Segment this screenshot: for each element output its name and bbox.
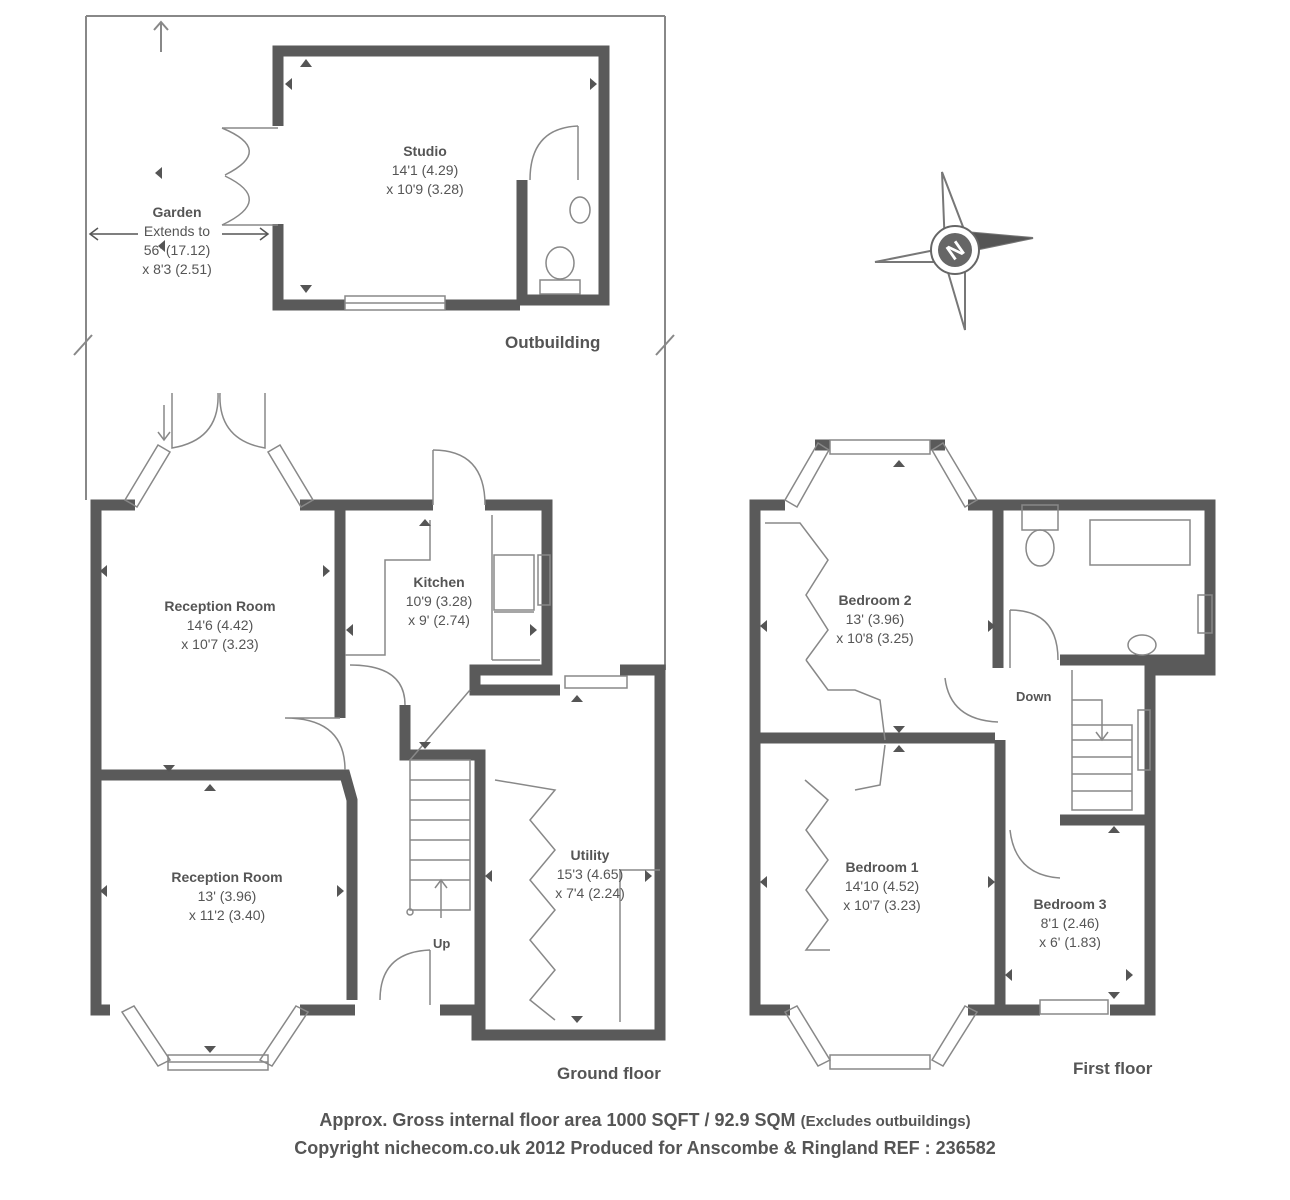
room-dim: 14'10 (4.52): [844, 878, 920, 894]
room-dim: 14'6 (4.42): [186, 617, 254, 633]
room-dim: x 10'7 (3.23): [843, 897, 921, 913]
room-dim: 13' (3.96): [845, 611, 905, 627]
room-name: Bedroom 3: [1033, 896, 1107, 912]
room-label-bedroom-3: Bedroom 3 8'1 (2.46) x 6' (1.83): [1010, 895, 1130, 952]
garden-dimension-line: [88, 227, 270, 241]
room-name: Reception Room: [171, 869, 283, 885]
room-dim: x 8'3 (2.51): [142, 261, 212, 277]
room-dim: 13' (3.96): [197, 888, 257, 904]
room-dim: 14'1 (4.29): [391, 162, 459, 178]
room-name: Utility: [570, 847, 610, 863]
room-label-reception-1: Reception Room 14'6 (4.42) x 10'7 (3.23): [140, 597, 300, 654]
room-label-garden: Garden Extends to 56' (17.12) x 8'3 (2.5…: [118, 203, 236, 279]
room-dim: x 10'8 (3.25): [836, 630, 914, 646]
stairs-up-label: Up: [433, 936, 451, 951]
room-label-reception-2: Reception Room 13' (3.96) x 11'2 (3.40): [147, 868, 307, 925]
room-name: Bedroom 1: [845, 859, 919, 875]
room-name: Bedroom 2: [838, 592, 912, 608]
studio-walls: [272, 45, 610, 311]
room-label-bedroom-1: Bedroom 1 14'10 (4.52) x 10'7 (3.23): [820, 858, 944, 915]
floor-area-note: Approx. Gross internal floor area 1000 S…: [0, 1110, 1290, 1131]
room-dim: x 7'4 (2.24): [555, 885, 625, 901]
room-dim: x 6' (1.83): [1039, 934, 1101, 950]
first-floor-label: First floor: [1073, 1059, 1153, 1078]
room-dim: 10'9 (3.28): [405, 593, 473, 609]
room-dim: x 10'9 (3.28): [386, 181, 464, 197]
room-name: Garden: [152, 204, 202, 220]
studio-fixtures: [221, 125, 591, 311]
first-floor-fixtures: [765, 439, 1213, 1070]
room-dim: 8'1 (2.46): [1040, 915, 1100, 931]
room-name: Studio: [403, 143, 447, 159]
room-dim: x 9' (2.74): [408, 612, 470, 628]
room-dim: 56' (17.12): [143, 242, 211, 258]
outbuilding-label: Outbuilding: [505, 333, 601, 352]
ground-floor-walls: [90, 499, 666, 1041]
room-note: Extends to: [143, 223, 211, 239]
room-label-utility: Utility 15'3 (4.65) x 7'4 (2.24): [530, 846, 650, 903]
room-label-kitchen: Kitchen 10'9 (3.28) x 9' (2.74): [375, 573, 503, 630]
copyright-text: Copyright nichecom.co.uk 2012 Produced f…: [294, 1138, 996, 1158]
room-label-studio: Studio 14'1 (4.29) x 10'9 (3.28): [360, 142, 490, 199]
room-name: Reception Room: [164, 598, 276, 614]
room-dim: 15'3 (4.65): [556, 866, 624, 882]
first-floor-walls: [749, 439, 1216, 1016]
dimension-arrows: [100, 59, 1133, 1053]
ground-floor-fixtures: [120, 392, 660, 1071]
plot-outline: [73, 15, 675, 670]
stairs-down-label: Down: [1016, 689, 1052, 704]
floor-area-exclusion: (Excludes outbuildings): [800, 1113, 971, 1130]
room-label-bedroom-2: Bedroom 2 13' (3.96) x 10'8 (3.25): [815, 591, 935, 648]
floor-area-text: Approx. Gross internal floor area 1000 S…: [319, 1110, 796, 1130]
room-dim: x 10'7 (3.23): [181, 636, 259, 652]
compass-icon: N: [874, 171, 1034, 331]
ground-floor-label: Ground floor: [557, 1064, 661, 1083]
room-dim: x 11'2 (3.40): [188, 907, 266, 923]
room-name: Kitchen: [413, 574, 465, 590]
